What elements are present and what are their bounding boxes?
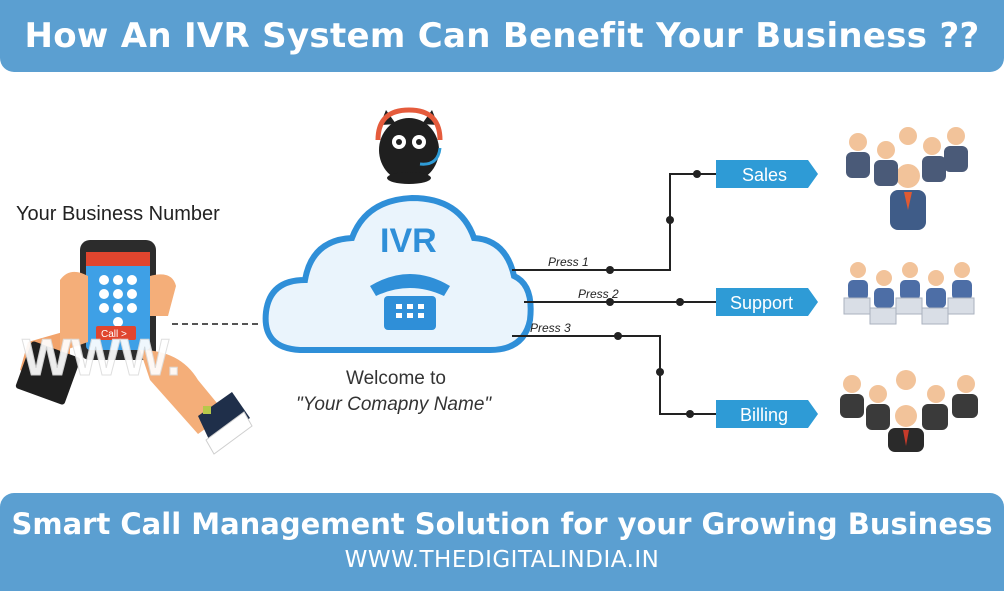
footer-banner: Smart Call Management Solution for your … (0, 493, 1004, 591)
call-button-label: Call > (101, 329, 127, 340)
watermark-text: WWW. (22, 329, 181, 387)
ivr-label: IVR (380, 222, 437, 260)
support-team-icon (843, 262, 975, 325)
header-banner: How An IVR System Can Benefit Your Busin… (0, 0, 1004, 72)
routing-junctions (606, 170, 701, 418)
phone-in-hand-icon: Call > (15, 240, 253, 455)
footer-title: Smart Call Management Solution for your … (11, 507, 993, 541)
support-label: Support (730, 293, 793, 313)
billing-label: Billing (740, 405, 788, 425)
ivr-diagram: Your Business Number Call > WWW. (0, 80, 1004, 490)
ivr-cloud: IVR (262, 194, 534, 353)
page-title: How An IVR System Can Benefit Your Busin… (24, 16, 980, 56)
press-2-label: Press 2 (578, 287, 619, 301)
business-number-label: Your Business Number (16, 203, 220, 225)
footer-url: WWW.THEDIGITALINDIA.IN (344, 547, 660, 573)
support-tag: Support (716, 288, 818, 316)
billing-tag: Billing (716, 400, 818, 428)
sales-tag: Sales (716, 160, 818, 188)
sales-label: Sales (742, 165, 787, 185)
agent-headset-icon (375, 107, 443, 184)
sales-team-icon (846, 127, 968, 230)
press-1-label: Press 1 (548, 255, 589, 269)
billing-team-icon (840, 370, 978, 452)
press-3-label: Press 3 (530, 321, 571, 335)
welcome-line-2: "Your Comapny Name" (296, 394, 492, 415)
telephone-icon (370, 274, 450, 330)
welcome-line-1: Welcome to (346, 368, 446, 389)
